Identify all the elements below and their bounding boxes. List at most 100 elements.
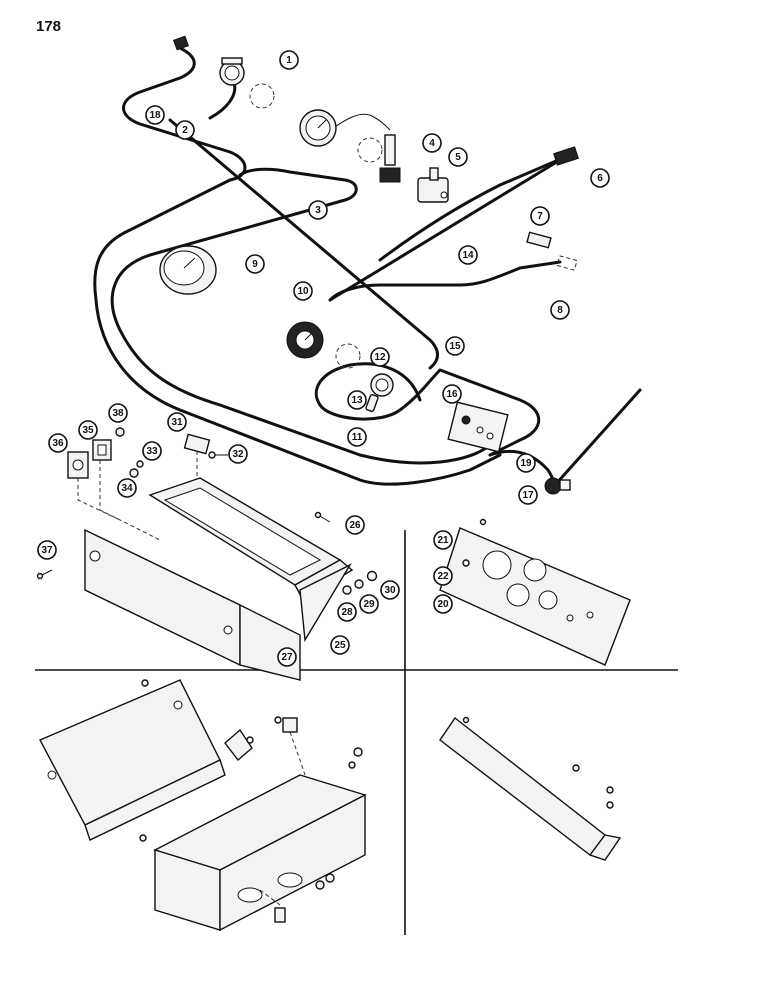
callout-3: 3: [308, 200, 328, 220]
fuse-7: [526, 231, 552, 249]
callout-circle: [518, 485, 538, 505]
dashed-part-8: [556, 255, 578, 271]
callout-circle: [37, 540, 57, 560]
gauge-3: [299, 109, 383, 163]
callout-38: 38: [108, 403, 128, 423]
callout-28: 28: [337, 602, 357, 622]
callout-circle: [228, 444, 248, 464]
wiring-harness: [93, 46, 642, 488]
gauge-1: [219, 57, 245, 86]
callout-29: 29: [359, 594, 379, 614]
callout-21: 21: [433, 530, 453, 550]
sender-unit: [379, 134, 401, 183]
callout-label: 9: [252, 259, 258, 270]
callout-label: 1: [286, 55, 292, 66]
callout-label: 14: [462, 250, 474, 261]
screw-37: [36, 569, 53, 580]
callout-label: 4: [429, 138, 435, 149]
callout-circle: [448, 147, 468, 167]
callout-35: 35: [78, 420, 98, 440]
callout-circle: [370, 347, 390, 367]
callout-circle: [590, 168, 610, 188]
callout-circle: [145, 105, 165, 125]
callout-circle: [516, 453, 536, 473]
callout-2: 2: [175, 120, 195, 140]
callout-label: 20: [437, 599, 449, 610]
callout-circle: [78, 420, 98, 440]
nut-34: [129, 468, 139, 478]
callout-label: 33: [146, 446, 158, 457]
callout-label: 3: [315, 205, 321, 216]
callout-circle: [167, 412, 187, 432]
callout-circle: [175, 120, 195, 140]
dashed-ring-2: [249, 83, 275, 109]
callout-26: 26: [345, 515, 365, 535]
callout-label: 28: [341, 607, 353, 618]
callout-circle: [308, 200, 328, 220]
callout-circle: [279, 50, 299, 70]
callout-circle: [433, 594, 453, 614]
callout-label: 34: [121, 483, 133, 494]
callout-circle: [347, 390, 367, 410]
callout-label: 25: [334, 640, 346, 651]
callout-label: 19: [520, 458, 532, 469]
callout-circle: [442, 384, 462, 404]
callout-label: 2: [182, 125, 188, 136]
callout-label: 10: [297, 286, 309, 297]
callout-30: 30: [380, 580, 400, 600]
bracket-36: [67, 451, 89, 479]
callout-25: 25: [330, 635, 350, 655]
callout-16: 16: [442, 384, 462, 404]
callout-label: 29: [363, 599, 375, 610]
callout-label: 7: [537, 211, 543, 222]
callout-circle: [550, 300, 570, 320]
callout-circle: [108, 403, 128, 423]
callout-label: 12: [374, 352, 386, 363]
callout-circle: [433, 566, 453, 586]
connector-top: [173, 35, 189, 51]
callout-37: 37: [37, 540, 57, 560]
callout-circle: [293, 281, 313, 301]
callout-circle: [359, 594, 379, 614]
callout-17: 17: [518, 485, 538, 505]
callout-label: 11: [352, 432, 363, 443]
callout-circle: [48, 433, 68, 453]
callout-label: 26: [349, 520, 361, 531]
callout-label: 5: [455, 152, 461, 163]
section-dividers: [35, 530, 678, 935]
plate-31: [183, 433, 211, 455]
callout-circle: [330, 635, 350, 655]
callout-label: 35: [82, 425, 94, 436]
callout-15: 15: [445, 336, 465, 356]
washer-33: [136, 460, 144, 468]
callout-circle: [142, 441, 162, 461]
callout-5: 5: [448, 147, 468, 167]
callout-circle: [347, 427, 367, 447]
callout-label: 6: [597, 173, 603, 184]
hardware-28-30: [342, 570, 378, 595]
callout-circle: [422, 133, 442, 153]
light-17: [544, 477, 571, 495]
callout-10: 10: [293, 281, 313, 301]
callout-group: 1234567891011121314151617181920212225262…: [37, 50, 610, 667]
callout-8: 8: [550, 300, 570, 320]
callout-label: 36: [52, 438, 64, 449]
callout-circle: [245, 254, 265, 274]
key-13: [365, 393, 379, 413]
callout-31: 31: [167, 412, 187, 432]
gauge-9: [159, 245, 217, 295]
callout-36: 36: [48, 433, 68, 453]
callout-label: 21: [437, 535, 449, 546]
dash-box-25: [148, 477, 354, 643]
callout-circle: [445, 336, 465, 356]
callout-1: 1: [279, 50, 299, 70]
callout-20: 20: [433, 594, 453, 614]
ignition-switch-12: [370, 373, 394, 397]
callout-34: 34: [117, 478, 137, 498]
callout-label: 18: [149, 110, 161, 121]
callout-circle: [530, 206, 550, 226]
lower-right-plate: [439, 716, 622, 861]
callout-label: 8: [557, 305, 563, 316]
callout-13: 13: [347, 390, 367, 410]
